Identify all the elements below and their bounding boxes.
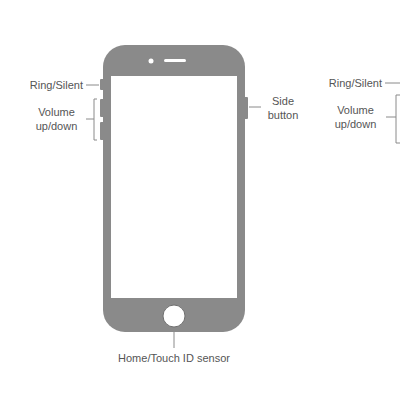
leader-line bbox=[86, 119, 94, 120]
part-label: Side button bbox=[263, 94, 303, 122]
leader-line bbox=[174, 328, 175, 348]
part-label: Volume up/down bbox=[30, 105, 83, 133]
home-button bbox=[163, 305, 185, 327]
bracket bbox=[94, 99, 97, 140]
front-camera bbox=[149, 59, 154, 64]
part-label: Volume up/down bbox=[328, 103, 383, 131]
leader-line bbox=[386, 117, 396, 118]
leader-line bbox=[385, 83, 400, 84]
phone-screen bbox=[111, 76, 237, 298]
part-label: Home/Touch ID sensor bbox=[99, 351, 249, 365]
bracket bbox=[396, 95, 400, 143]
part-label: Ring/Silent bbox=[310, 76, 382, 90]
leader-line bbox=[249, 107, 261, 108]
phone-body bbox=[103, 45, 245, 332]
part-label: Ring/Silent bbox=[10, 78, 83, 92]
earpiece-speaker bbox=[164, 59, 186, 62]
leader-line bbox=[86, 85, 99, 86]
